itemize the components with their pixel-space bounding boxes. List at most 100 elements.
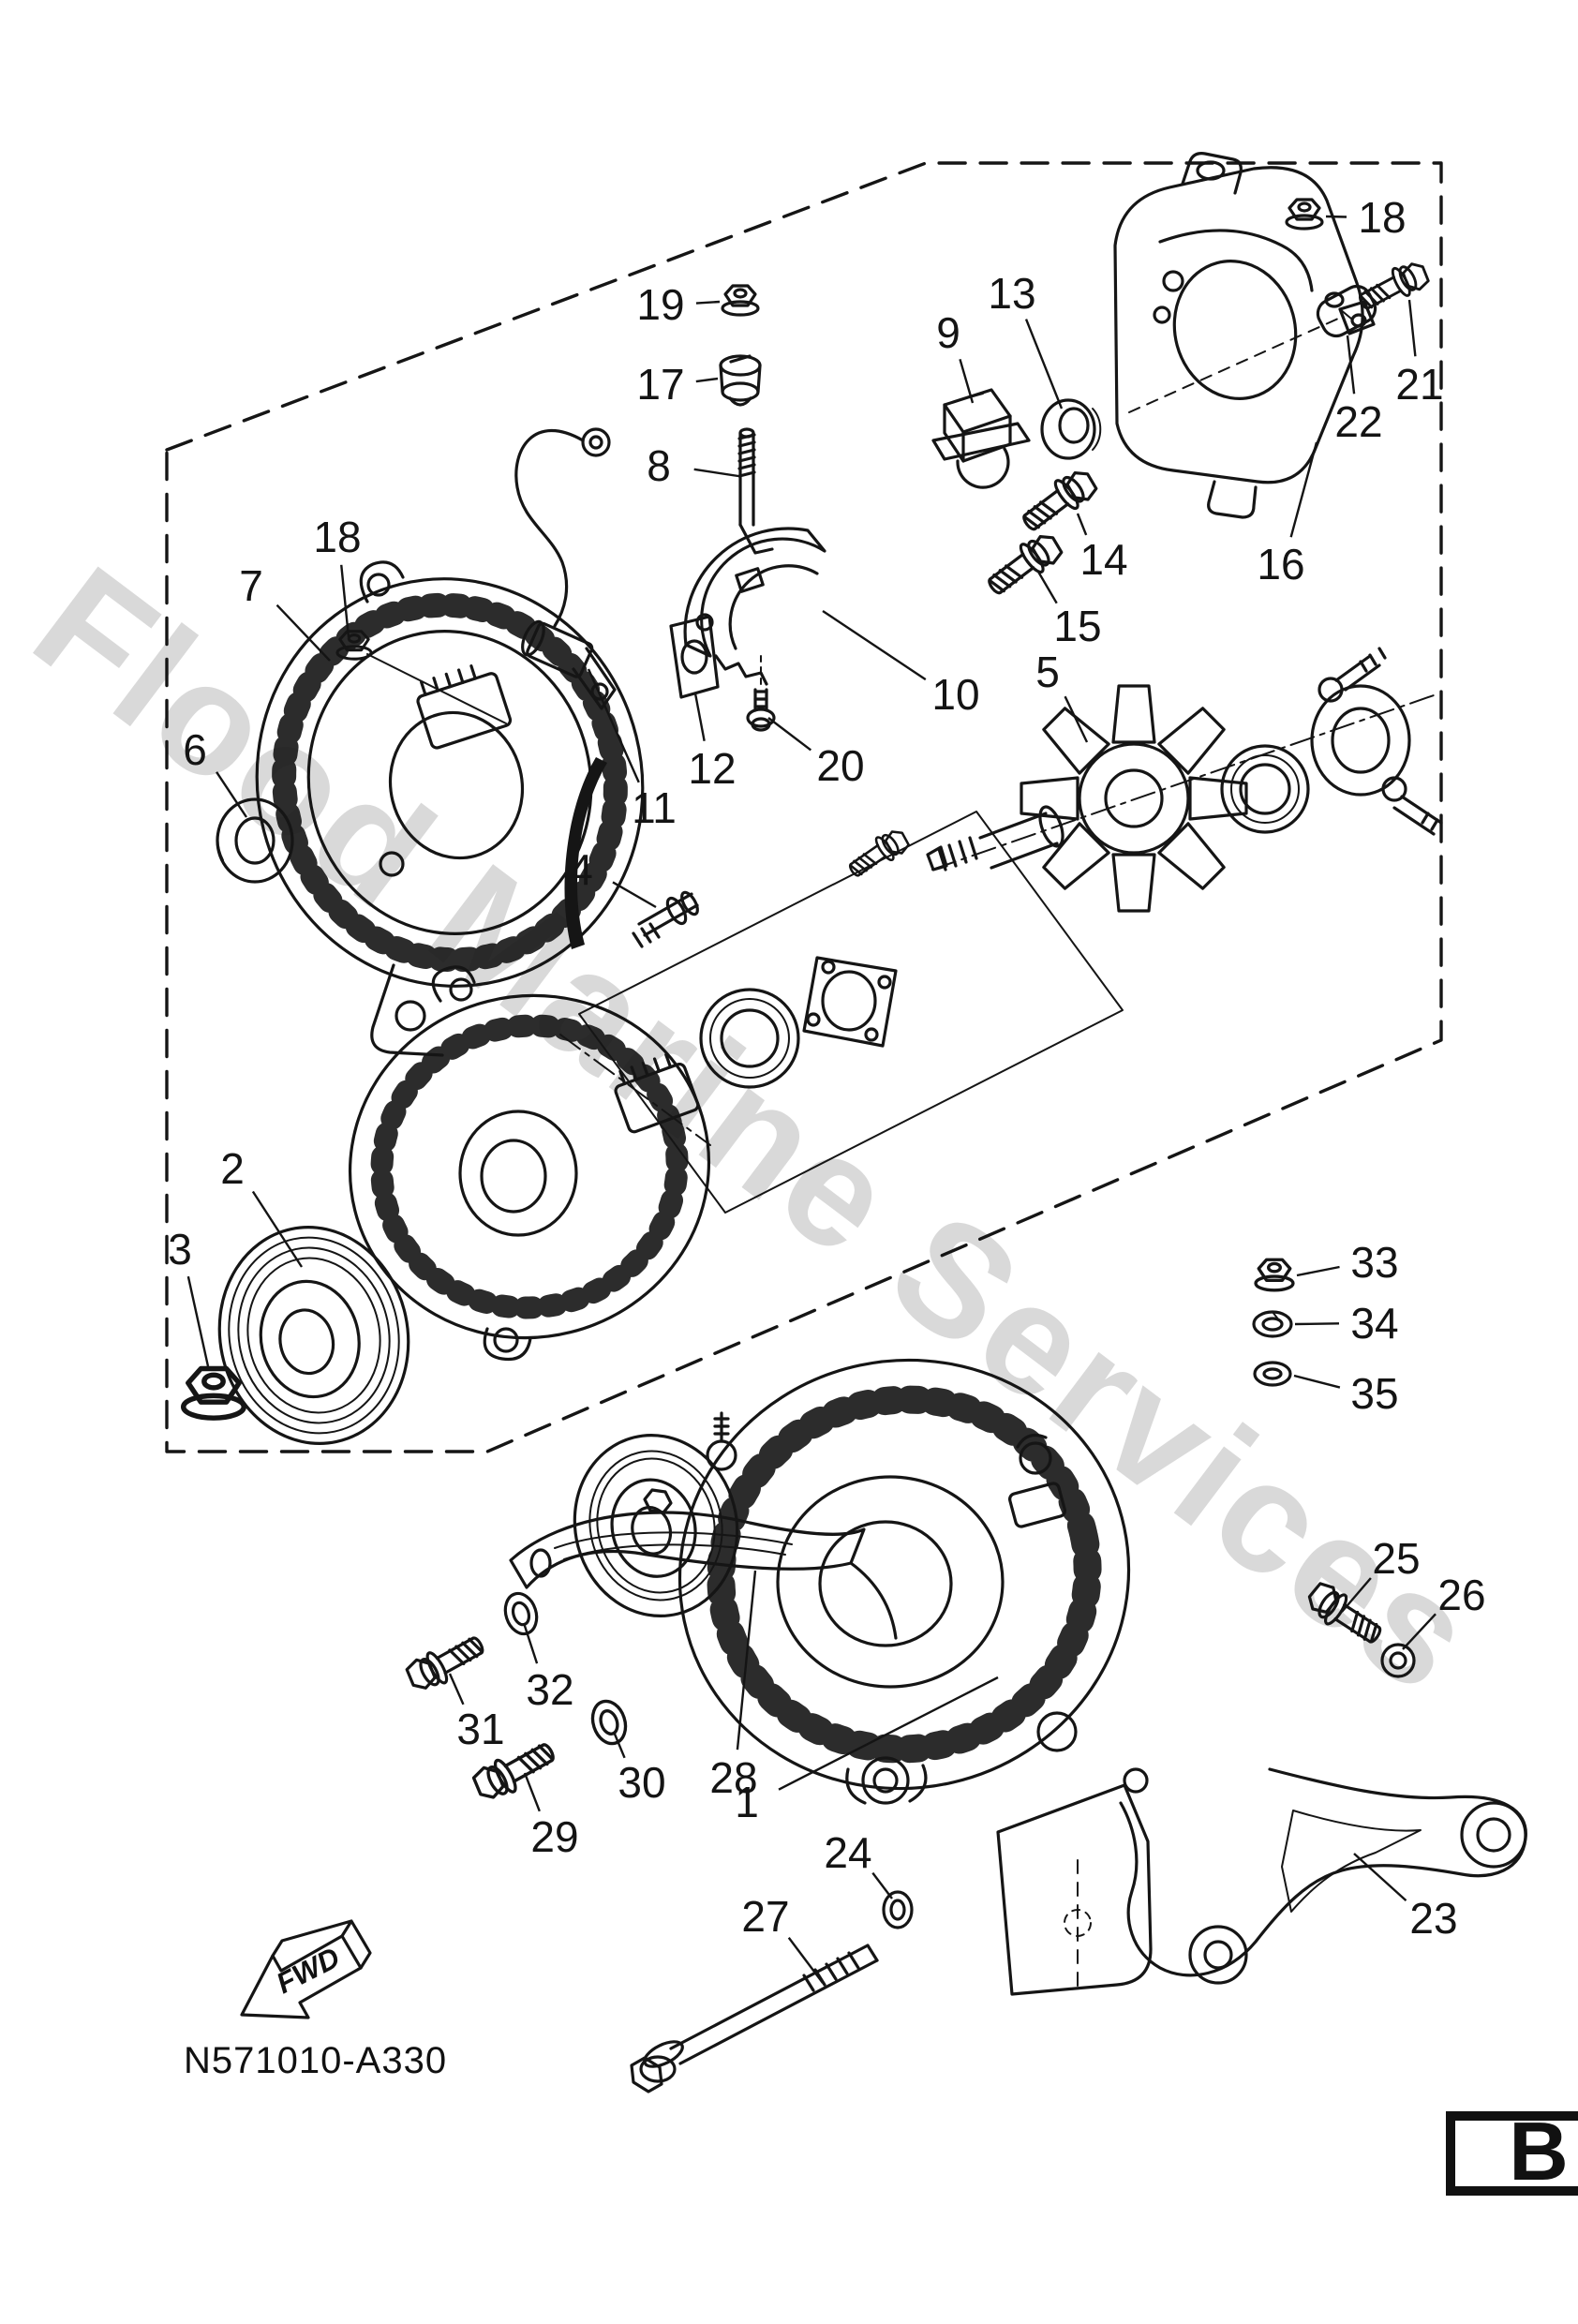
- leader-line-19: [695, 300, 721, 305]
- cap-part17-illustration: [719, 354, 762, 407]
- ring-part13-illustration: [1040, 398, 1102, 460]
- dashed-boundary: [165, 161, 1443, 1453]
- bracket-part23-illustration: [996, 1767, 1527, 1996]
- leader-line-13: [1024, 319, 1064, 410]
- part-callout-12: 12: [688, 744, 736, 793]
- screw-part20-illustration: [746, 655, 776, 732]
- part-callout-15: 15: [1053, 602, 1101, 650]
- part-callout-19: 19: [636, 280, 684, 329]
- watermark-text: Flood Marine Services: [4, 533, 1507, 1727]
- bolt-part15-illustration: [980, 526, 1067, 603]
- spacer-part24-illustration: [882, 1890, 914, 1929]
- leader-line-34: [1294, 1322, 1340, 1326]
- leader-line-25: [1341, 1577, 1372, 1613]
- bolt-part21-illustration: [1353, 255, 1433, 319]
- fwd-marker: [240, 1919, 372, 2019]
- part-callout-31: 31: [456, 1705, 504, 1753]
- leader-line-14: [1076, 513, 1088, 536]
- page-marker: B: [1446, 2105, 1578, 2197]
- part-callout-17: 17: [636, 360, 684, 409]
- part-callout-24: 24: [824, 1828, 871, 1877]
- bolt-part27-illustration: [630, 1944, 879, 2093]
- part-callout-4: 4: [569, 845, 593, 894]
- screw-part8-illustration: [737, 427, 774, 555]
- part-callout-21: 21: [1395, 360, 1443, 409]
- bolt-part14-illustration: [1015, 462, 1102, 540]
- leader-line-3: [186, 1275, 210, 1367]
- part-callout-9: 9: [936, 308, 960, 357]
- part-callout-18: 18: [1358, 193, 1406, 242]
- washer-part30-illustration: [586, 1695, 633, 1750]
- part-callout-30: 30: [618, 1758, 665, 1807]
- part-callout-22: 22: [1334, 397, 1382, 446]
- part-callout-32: 32: [526, 1665, 573, 1714]
- leader-line-32: [522, 1622, 539, 1664]
- part-callout-1: 1: [735, 1778, 759, 1826]
- lock-washer-part34-illustration: [1252, 1310, 1293, 1338]
- leader-line-12: [693, 693, 706, 741]
- leader-line-9: [959, 359, 975, 404]
- leader-line-30: [612, 1731, 626, 1759]
- leader-line-24: [871, 1871, 893, 1899]
- part-callout-33: 33: [1350, 1238, 1398, 1287]
- leader-line-10: [822, 610, 927, 681]
- part-callout-27: 27: [741, 1892, 789, 1941]
- part-callout-26: 26: [1437, 1571, 1485, 1619]
- leader-line-5: [1064, 695, 1089, 743]
- stud-gasket-bearing-part4-illustration: [578, 811, 1124, 1214]
- nut-part19-illustration: [721, 284, 760, 317]
- part-callout-16: 16: [1257, 540, 1304, 588]
- part-callout-25: 25: [1372, 1534, 1420, 1583]
- leader-line-15: [1036, 571, 1058, 604]
- part-callout-34: 34: [1350, 1299, 1398, 1348]
- part-callout-10: 10: [931, 670, 979, 719]
- collar-part6-illustration: [216, 797, 294, 884]
- nut-part18-right-illustration: [1285, 198, 1324, 231]
- leader-line-1: [778, 1676, 999, 1791]
- part-callout-20: 20: [816, 741, 864, 790]
- front-housing-assembly-illustration: [348, 965, 711, 1362]
- leader-line-17: [695, 377, 719, 383]
- leader-line-26: [1402, 1613, 1437, 1650]
- part-callout-18: 18: [313, 513, 361, 561]
- rear-cover-part16-illustration: [1113, 152, 1376, 519]
- part-callout-7: 7: [239, 561, 263, 610]
- leader-line-2: [251, 1190, 304, 1268]
- nut-part33-illustration: [1254, 1258, 1295, 1292]
- part-callout-28: 28: [709, 1753, 757, 1802]
- leader-line-35: [1293, 1374, 1341, 1389]
- leader-line-20: [767, 717, 812, 752]
- callout-layer: 1234567891011121314151617181819202122232…: [168, 193, 1486, 1984]
- part-callout-11: 11: [632, 783, 677, 832]
- leader-line-18: [1325, 215, 1347, 218]
- nut-part3-illustration: [184, 1369, 245, 1419]
- regulator-part9-illustration: [931, 388, 1031, 489]
- leader-line-31: [448, 1673, 465, 1706]
- leader-line-27: [787, 1937, 824, 1984]
- part-callout-3: 3: [168, 1225, 192, 1274]
- bolt-part31-illustration: [401, 1627, 491, 1699]
- leader-line-11: [587, 668, 640, 783]
- page-marker-label: B: [1509, 2105, 1569, 2197]
- leader-line-29: [523, 1772, 541, 1812]
- part-callout-29: 29: [530, 1812, 578, 1861]
- leader-line-22: [1346, 335, 1356, 395]
- part-code: N571010-A330: [184, 2040, 447, 2081]
- belt-swoosh: [564, 757, 607, 949]
- leader-line-33: [1296, 1265, 1340, 1277]
- leader-line-28: [736, 1570, 757, 1750]
- washer-part35-illustration: [1253, 1361, 1292, 1387]
- part-callout-8: 8: [647, 441, 671, 490]
- leader-line-4: [612, 881, 657, 909]
- fwd-label: FWD: [271, 1941, 345, 2000]
- adjust-arm-part28-illustration: [509, 1511, 898, 1640]
- leader-line-6: [216, 771, 248, 818]
- leader-line-16: [1289, 441, 1318, 538]
- part-callout-14: 14: [1079, 535, 1127, 584]
- leader-line-8: [693, 468, 739, 478]
- part-callout-5: 5: [1035, 648, 1060, 696]
- part-callout-35: 35: [1350, 1369, 1398, 1418]
- washer-part32-illustration: [499, 1587, 543, 1640]
